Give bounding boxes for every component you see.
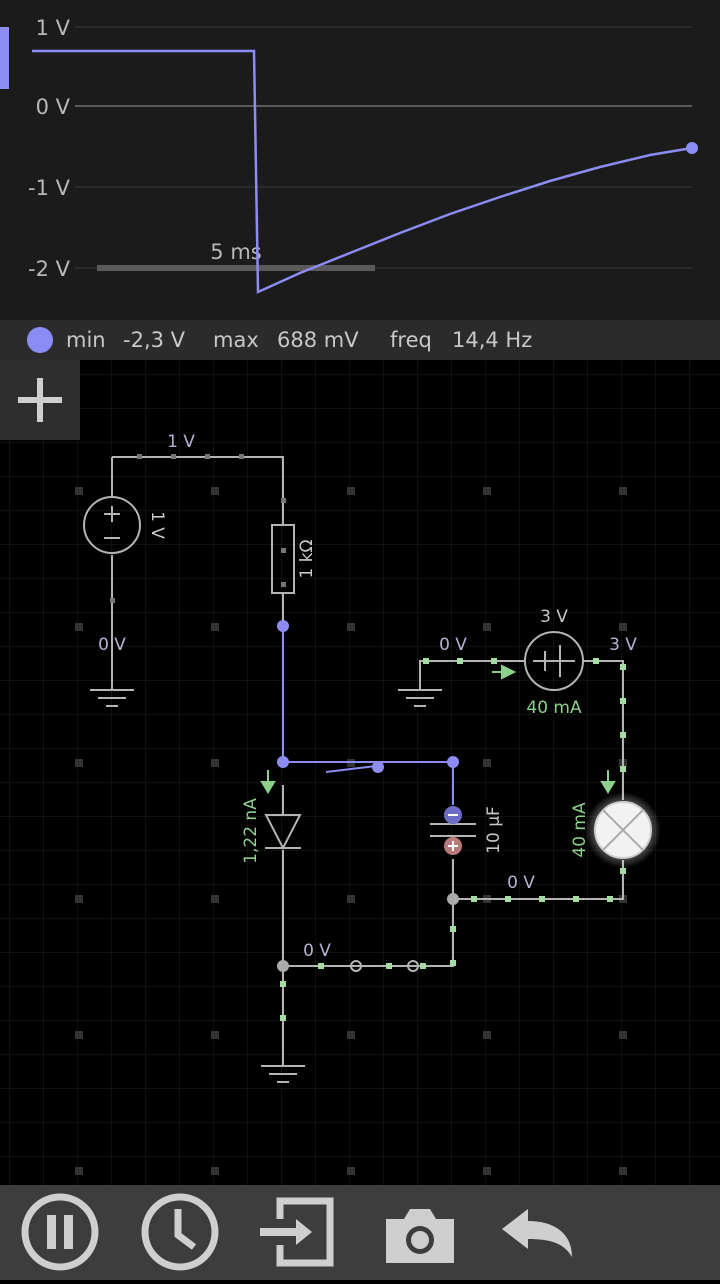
resistor-value-label: 1 kΩ [297,539,317,578]
current-arrow-icon [260,770,276,794]
max-label: max [213,328,259,352]
y-axis-label: 1 V [36,16,71,40]
clock-icon [141,1193,219,1271]
battery-value-label: 3 V [540,607,568,627]
node[interactable] [277,960,289,972]
screenshot-button[interactable] [360,1185,480,1280]
voltage-label: 3 V [609,635,637,655]
circuit-canvas[interactable]: 1 V 0 V 0 V 3 V 3 V 40 mA 0 V 0 V 1 V 1 … [0,360,720,1185]
scope-status-bar: min -2,3 V max 688 mV freq 14,4 Hz [0,320,720,360]
node[interactable] [277,756,289,768]
diode[interactable] [264,814,302,851]
time-settings-button[interactable] [120,1185,240,1280]
ground-symbol[interactable] [398,689,442,707]
bottom-toolbar [0,1185,720,1280]
voltage-label: 0 V [303,941,331,961]
min-value: -2,3 V [123,328,186,352]
current-flow-dots [280,658,626,1021]
undo-button[interactable] [480,1185,600,1280]
trace-end-dot [686,142,698,154]
lamp[interactable] [585,792,661,868]
oscilloscope-panel[interactable]: 1 V 0 V -1 V -2 V 5 ms [0,0,720,320]
grid-background [0,360,720,1185]
battery-source[interactable] [524,631,584,691]
voltage-label: 0 V [98,635,126,655]
voltage-trace [32,49,693,294]
ground-symbol[interactable] [261,1065,305,1083]
capacitor[interactable] [430,806,476,855]
freq-value: 14,4 Hz [452,328,533,352]
export-icon [260,1197,334,1267]
ground-symbol[interactable] [90,689,134,707]
undo-icon [502,1209,572,1257]
add-component-button[interactable] [0,360,80,440]
switch-contact[interactable] [407,960,419,972]
resistor[interactable] [271,524,295,594]
node[interactable] [447,893,459,905]
min-label: min [66,328,106,352]
current-arrow-icon [600,770,616,794]
voltage-label: 1 V [167,432,195,452]
voltage-label: 0 V [439,635,467,655]
idle-flow-dots [110,454,286,603]
time-scale-bar [97,265,375,271]
current-label: 40 mA [526,698,582,718]
pause-icon [21,1193,99,1271]
freq-label: freq [390,328,432,352]
scope-handle[interactable] [0,27,9,89]
current-label: 40 mA [570,802,590,858]
pause-button[interactable] [0,1185,120,1280]
y-axis-label: -1 V [28,176,71,200]
max-value: 688 mV [277,328,359,352]
traced-wires[interactable] [282,626,454,805]
plus-icon [18,378,62,422]
trace-color-dot [27,327,53,353]
y-axis-label: 0 V [36,95,71,119]
current-arrow-icon [492,664,517,680]
export-button[interactable] [240,1185,360,1280]
capacitor-value-label: 10 µF [484,806,504,854]
node[interactable] [277,620,289,632]
current-label: 1,22 nA [241,798,261,864]
switch-contact[interactable] [350,960,362,972]
node[interactable] [447,756,459,768]
time-scale-label: 5 ms [210,240,261,264]
switch-contact[interactable] [372,761,384,773]
dc-voltage-source[interactable] [83,496,141,554]
camera-icon [386,1209,454,1263]
voltage-label: 0 V [507,873,535,893]
source-value-label: 1 V [147,511,167,539]
y-axis-label: -2 V [28,257,71,281]
